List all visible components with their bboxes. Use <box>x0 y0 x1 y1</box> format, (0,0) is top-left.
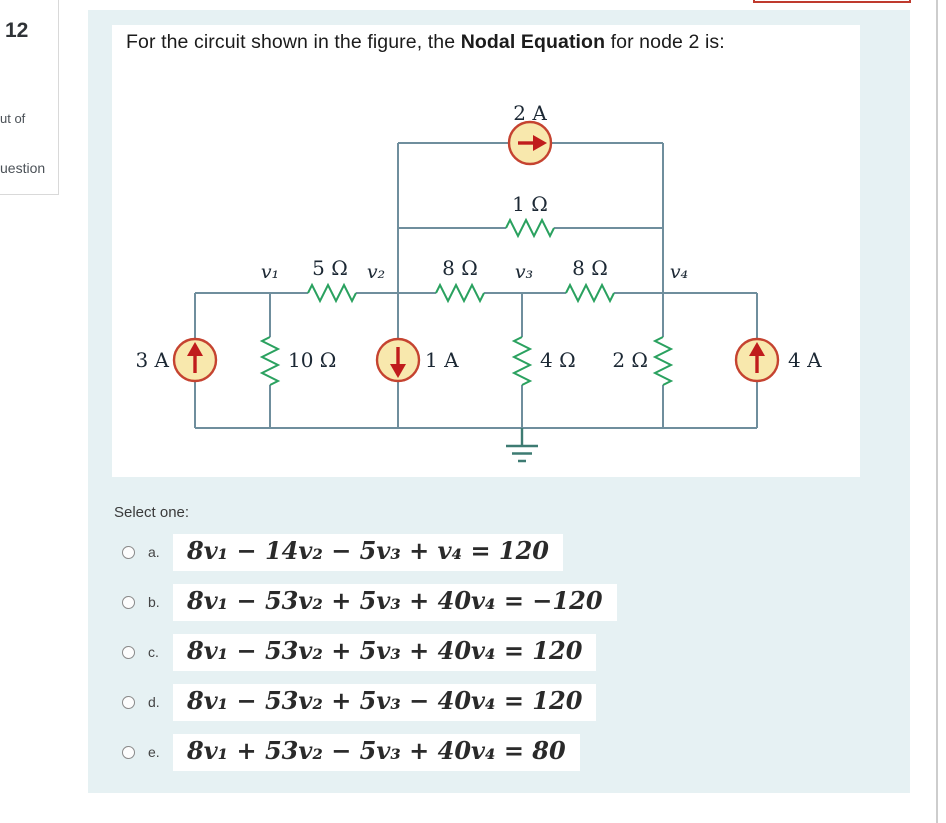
question-grade-text: ut of <box>0 111 26 126</box>
label-source-3A: 3 A <box>135 348 169 372</box>
ground-symbol <box>506 428 538 463</box>
option-radio-d[interactable] <box>122 695 135 709</box>
label-source-1A: 1 A <box>425 348 459 372</box>
option-equation-a-text: 8v₁ − 14v₂ − 5v₃ + v₄ = 120 <box>187 535 550 565</box>
current-source-3A-arrowhead <box>187 342 203 356</box>
option-radio-a[interactable] <box>122 545 135 559</box>
question-text-prefix: For the circuit shown in the figure, the <box>126 31 461 53</box>
option-equation-d[interactable]: 8v₁ − 53v₂ + 5v₃ − 40v₄ = 120 <box>173 683 597 721</box>
option-key-d: d. <box>148 694 160 710</box>
option-equation-e-text: 8v₁ + 53v₂ − 5v₃ + 40v₄ = 80 <box>187 735 566 765</box>
label-node-v2: v₂ <box>367 261 385 283</box>
question-info-box: 12 ut of uestion <box>0 0 59 195</box>
label-resistor-5ohm: 5 Ω <box>312 256 348 280</box>
label-resistor-4ohm: 4 Ω <box>540 348 576 372</box>
resistor-8ohm-right <box>565 282 615 304</box>
option-row-d: d. 8v₁ − 53v₂ + 5v₃ − 40v₄ = 120 <box>114 683 597 721</box>
option-key-b: b. <box>148 594 160 610</box>
question-text: For the circuit shown in the figure, the… <box>126 31 725 54</box>
circuit-figure: 2 A 1 Ω v₁ 5 Ω v₂ 8 Ω v₃ 8 Ω v₄ 3 A 10 Ω… <box>135 101 822 463</box>
resistor-2ohm <box>652 336 674 386</box>
option-equation-e[interactable]: 8v₁ + 53v₂ − 5v₃ + 40v₄ = 80 <box>173 733 580 771</box>
option-row-b: b. 8v₁ − 53v₂ + 5v₃ + 40v₄ = −120 <box>114 583 617 621</box>
option-row-c: c. 8v₁ − 53v₂ + 5v₃ + 40v₄ = 120 <box>114 633 597 671</box>
current-source-4A-arrowhead <box>749 342 765 356</box>
resistor-4ohm <box>511 336 533 386</box>
select-one-prompt: Select one: <box>114 504 190 521</box>
question-number: 12 <box>5 19 29 42</box>
option-radio-c[interactable] <box>122 645 135 659</box>
label-node-v3: v₃ <box>515 261 533 283</box>
resistor-5ohm <box>307 282 357 304</box>
label-source-4A: 4 A <box>788 348 822 372</box>
option-equation-b-text: 8v₁ − 53v₂ + 5v₃ + 40v₄ = −120 <box>187 585 603 615</box>
question-content-card: For the circuit shown in the figure, the… <box>112 25 860 477</box>
label-resistor-8ohm-right: 8 Ω <box>572 256 608 280</box>
current-source-2A-arrowhead <box>533 135 547 151</box>
option-equation-c-text: 8v₁ − 53v₂ + 5v₃ + 40v₄ = 120 <box>187 635 583 665</box>
truncated-red-outline-box <box>753 0 911 3</box>
option-radio-b[interactable] <box>122 595 135 609</box>
option-equation-d-text: 8v₁ − 53v₂ + 5v₃ − 40v₄ = 120 <box>187 685 583 715</box>
label-resistor-1ohm: 1 Ω <box>512 192 548 216</box>
page-right-divider <box>936 0 938 823</box>
option-key-c: c. <box>148 644 159 660</box>
resistor-10ohm <box>259 336 281 386</box>
question-flag-text: uestion <box>0 160 46 176</box>
question-text-emphasis: Nodal Equation <box>460 31 606 53</box>
label-source-2A: 2 A <box>513 101 547 125</box>
resistor-1ohm <box>505 217 555 239</box>
label-resistor-8ohm-left: 8 Ω <box>442 256 478 280</box>
option-row-a: a. 8v₁ − 14v₂ − 5v₃ + v₄ = 120 <box>114 533 564 571</box>
option-equation-c[interactable]: 8v₁ − 53v₂ + 5v₃ + 40v₄ = 120 <box>173 633 597 671</box>
option-key-a: a. <box>148 544 160 560</box>
resistor-8ohm-left <box>435 282 485 304</box>
option-row-e: e. 8v₁ + 53v₂ − 5v₃ + 40v₄ = 80 <box>114 733 580 771</box>
label-node-v1: v₁ <box>261 261 279 283</box>
label-resistor-2ohm: 2 Ω <box>612 348 648 372</box>
option-equation-b[interactable]: 8v₁ − 53v₂ + 5v₃ + 40v₄ = −120 <box>173 583 617 621</box>
label-node-v4: v₄ <box>670 261 688 283</box>
option-key-e: e. <box>148 744 160 760</box>
option-radio-e[interactable] <box>122 745 135 759</box>
current-source-1A-arrowhead <box>390 364 406 378</box>
option-equation-a[interactable]: 8v₁ − 14v₂ − 5v₃ + v₄ = 120 <box>173 533 564 571</box>
label-resistor-10ohm: 10 Ω <box>288 348 336 372</box>
question-text-suffix: for node 2 is: <box>605 31 725 53</box>
